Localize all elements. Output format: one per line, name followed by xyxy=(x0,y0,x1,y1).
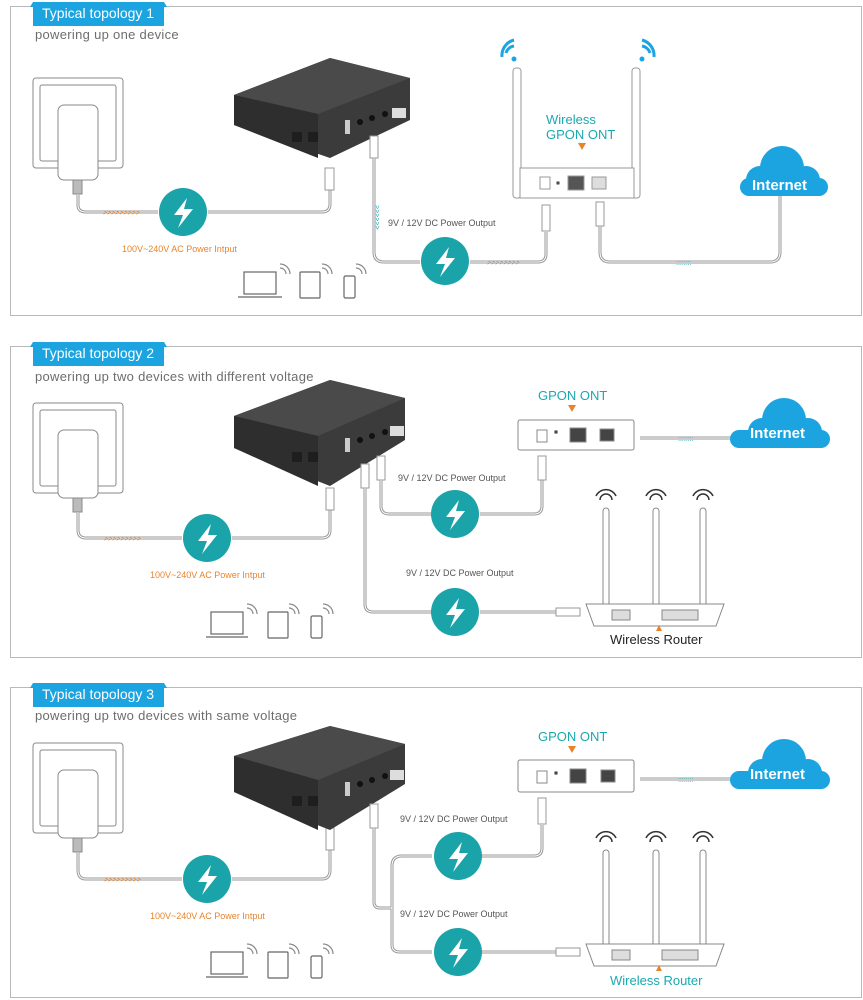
gpon-ont-label: GPON ONT xyxy=(538,729,607,744)
tablet-icon xyxy=(299,271,321,299)
svg-text:::::::::: :::::::: xyxy=(678,436,694,443)
wifi-icon xyxy=(246,943,334,955)
internet-label: Internet xyxy=(750,425,805,442)
wireless-router-device xyxy=(585,507,725,627)
wifi-icon xyxy=(595,488,714,501)
ac-power-label: 100V~240V AC Power Intput xyxy=(150,911,265,921)
tablet-icon xyxy=(267,611,289,639)
dc-power-label: 9V / 12V DC Power Output xyxy=(398,473,506,483)
dc-power-bolt-icon xyxy=(421,237,469,285)
pointer-arrow-icon xyxy=(568,405,576,412)
pointer-arrow-icon xyxy=(656,625,662,631)
mini-ups-device xyxy=(234,380,405,486)
dc-power-label: 9V / 12V DC Power Output xyxy=(406,568,514,578)
wall-socket-adapter-icon xyxy=(32,402,124,513)
smartphone-icon xyxy=(310,955,323,979)
svg-text:>>>>>>>>>: >>>>>>>>> xyxy=(103,210,140,217)
device-label-line2: GPON ONT xyxy=(546,127,615,142)
svg-text:>>>>>>>>>: >>>>>>>>> xyxy=(104,536,141,543)
gpon-ont-label: GPON ONT xyxy=(538,388,607,403)
topology-2-diagram: >>>>>>>>> 100V~240V AC Power Intput 9V /… xyxy=(32,380,830,647)
topology-3-diagram: >>>>>>>>> 100V~240V AC Power Intput 9V /… xyxy=(32,726,830,988)
dc-power-bolt-icon xyxy=(431,588,479,636)
mini-ups-device xyxy=(234,726,405,830)
dc-power-bolt-icon xyxy=(434,832,482,880)
wireless-router-label: Wireless Router xyxy=(610,973,703,988)
ac-power-bolt-icon xyxy=(159,188,207,236)
gpon-ont-device xyxy=(517,759,635,793)
panel-title: Typical topology 1 xyxy=(29,2,168,26)
smartphone-icon xyxy=(343,275,356,299)
svg-text:::::::::: :::::::: xyxy=(676,260,692,267)
wall-socket-adapter-icon xyxy=(32,742,124,853)
mini-ups-device xyxy=(234,58,410,158)
ac-power-label: 100V~240V AC Power Intput xyxy=(150,570,265,580)
device-label-line1: Wireless xyxy=(546,112,596,127)
panel-title: Typical topology 2 xyxy=(29,342,168,366)
pointer-arrow-icon xyxy=(656,965,662,971)
dc-power-bolt-icon xyxy=(431,490,479,538)
dc-power-label: 9V / 12V DC Power Output xyxy=(400,909,508,919)
topology-1-diagram: >>>>>>>>> 100V~240V AC Power Intput >>>>… xyxy=(32,38,828,299)
panel-subtitle: powering up two devices with different v… xyxy=(35,369,314,384)
internet-cloud-icon xyxy=(730,739,830,789)
wifi-icon xyxy=(279,263,367,275)
internet-cloud-icon xyxy=(740,146,828,196)
svg-text:>>>>>>>>: >>>>>>>> xyxy=(487,260,520,267)
ac-power-bolt-icon xyxy=(183,855,231,903)
internet-cloud-icon xyxy=(730,398,830,448)
svg-text:>>>>>>>>>: >>>>>>>>> xyxy=(104,877,141,884)
laptop-icon xyxy=(206,951,248,978)
pointer-arrow-icon xyxy=(568,746,576,753)
panel-subtitle: powering up one device xyxy=(35,27,179,42)
client-devices xyxy=(206,603,334,639)
wall-socket-adapter-icon xyxy=(32,77,124,195)
laptop-icon xyxy=(206,611,248,638)
internet-label: Internet xyxy=(752,177,807,194)
dc-power-label: 9V / 12V DC Power Output xyxy=(388,218,496,228)
wifi-icon xyxy=(500,38,656,62)
svg-text:::::::::: :::::::: xyxy=(678,777,694,784)
panel-title: Typical topology 3 xyxy=(29,683,168,707)
laptop-icon xyxy=(238,271,282,298)
pointer-arrow-icon xyxy=(578,143,586,150)
wireless-router-device xyxy=(585,849,725,967)
wireless-router-label: Wireless Router xyxy=(610,632,703,647)
dc-power-bolt-icon xyxy=(434,928,482,976)
client-devices xyxy=(238,263,367,299)
ac-power-bolt-icon xyxy=(183,514,231,562)
gpon-ont-device xyxy=(517,419,635,451)
smartphone-icon xyxy=(310,615,323,639)
internet-label: Internet xyxy=(750,766,805,783)
ac-power-label: 100V~240V AC Power Intput xyxy=(122,244,237,254)
client-devices xyxy=(206,943,334,979)
wireless-gpon-ont-device xyxy=(512,67,641,199)
tablet-icon xyxy=(267,951,289,979)
wifi-icon xyxy=(595,830,714,843)
wifi-icon xyxy=(246,603,334,615)
panel-subtitle: powering up two devices with same voltag… xyxy=(35,708,298,723)
dc-power-label: 9V / 12V DC Power Output xyxy=(400,814,508,824)
svg-text:>>>>>>: >>>>>> xyxy=(373,205,380,230)
